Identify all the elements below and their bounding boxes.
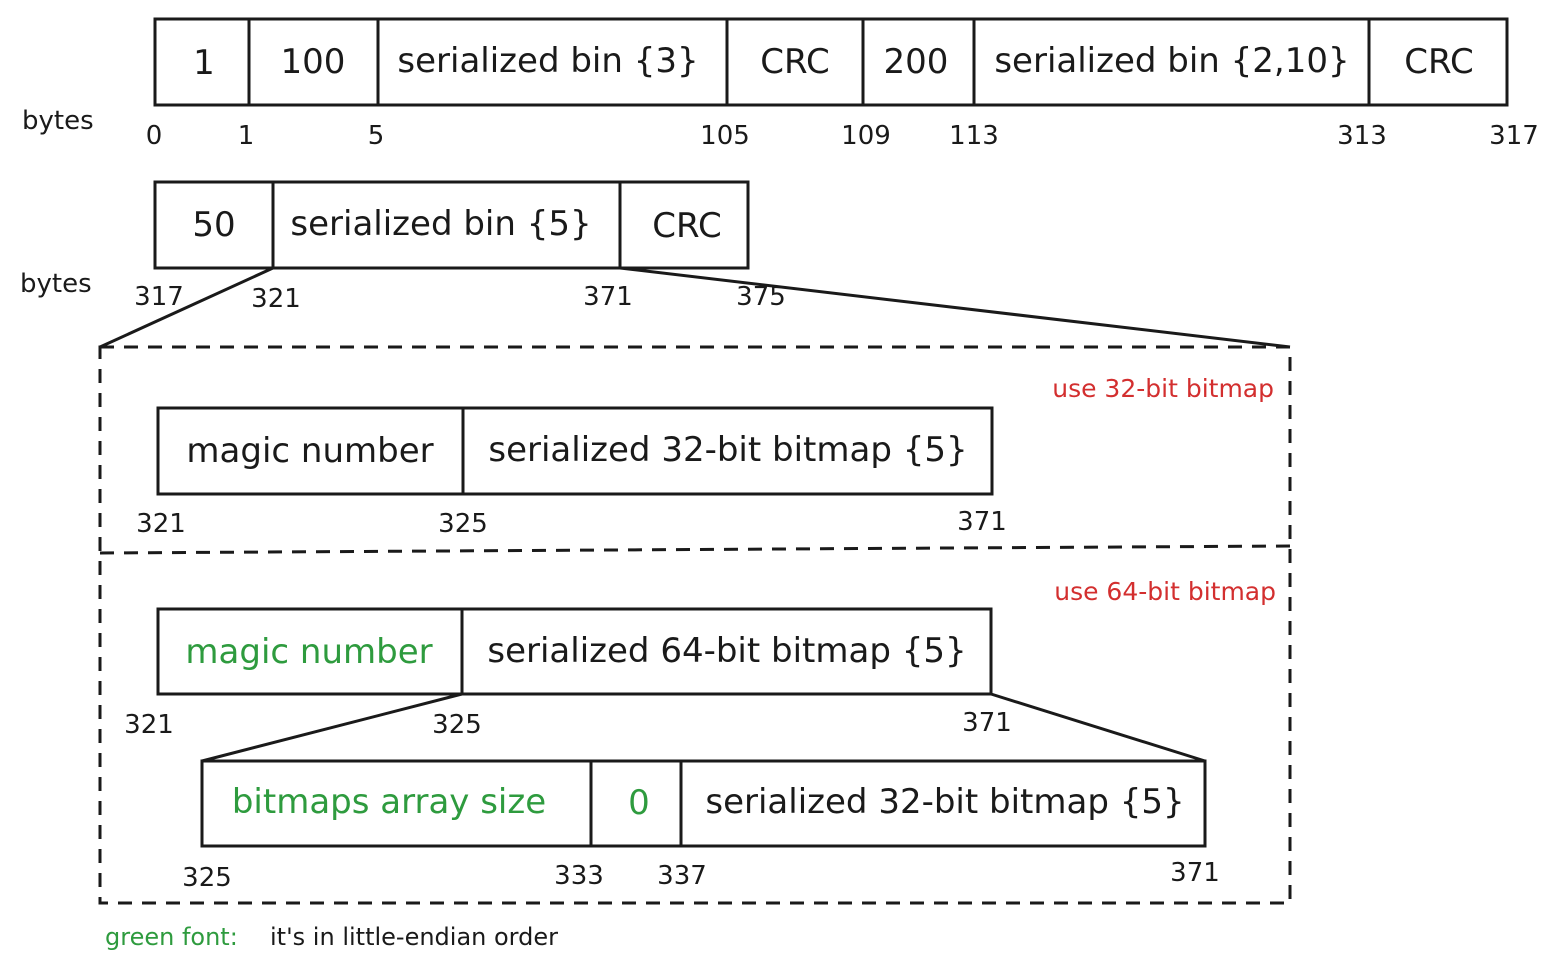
row1-frame bbox=[153, 17, 1509, 107]
legend-description: it's in little-endian order bbox=[270, 923, 558, 951]
row1-cell-crc: CRC bbox=[760, 42, 829, 82]
row2-tick: 321 bbox=[251, 284, 301, 314]
section64-bitmap: serialized 64-bit bitmap {5} bbox=[487, 631, 966, 671]
zoom-line-left bbox=[99, 266, 274, 349]
row1-tick: 1 bbox=[238, 121, 255, 151]
expanded64-tick: 325 bbox=[182, 863, 232, 893]
zoom-line-right bbox=[619, 266, 1291, 349]
section-64bit: use 64-bit bitmap magic number serialize… bbox=[124, 577, 1276, 740]
row1-tick: 113 bbox=[949, 121, 999, 151]
row2-cell-crc: CRC bbox=[652, 206, 721, 246]
row1-tick: 109 bbox=[841, 121, 891, 151]
section64-tick: 371 bbox=[962, 708, 1012, 738]
legend-key: green font: bbox=[105, 923, 238, 951]
section32-magic: magic number bbox=[186, 431, 433, 471]
expanded64-tick: 337 bbox=[657, 861, 707, 891]
row1-cell-bin: serialized bin {3} bbox=[397, 41, 698, 81]
expansion-region bbox=[98, 345, 1292, 905]
zoom-line-64-right bbox=[990, 692, 1206, 763]
zoom-line-64-left bbox=[201, 692, 463, 763]
expanded64-bitmap: serialized 32-bit bitmap {5} bbox=[705, 782, 1184, 822]
row1-cell-key: 200 bbox=[884, 42, 949, 82]
section32-tick: 371 bbox=[957, 507, 1007, 537]
expansion-separator bbox=[99, 544, 1291, 555]
row1-tick: 0 bbox=[146, 121, 163, 151]
section64-frame bbox=[156, 607, 993, 696]
row2-record: 50 serialized bin {5} CRC bytes 317 321 … bbox=[20, 180, 786, 314]
row2-frame bbox=[153, 180, 750, 270]
row2-cell-key: 50 bbox=[192, 205, 235, 245]
row2-cell-bin: serialized bin {5} bbox=[290, 204, 591, 244]
row2-tick: 371 bbox=[583, 282, 633, 312]
section32-tick: 321 bbox=[136, 509, 186, 539]
expanded64-key: 0 bbox=[628, 783, 650, 823]
expanded64-array-size: bitmaps array size bbox=[232, 782, 546, 822]
row1-tick: 313 bbox=[1337, 121, 1387, 151]
row1-record: 1 100 serialized bin {3} CRC 200 seriali… bbox=[22, 17, 1539, 151]
row1-cell-bin: serialized bin {2,10} bbox=[994, 41, 1349, 81]
section64-magic: magic number bbox=[185, 632, 432, 672]
note-32bit: use 32-bit bitmap bbox=[1052, 374, 1274, 403]
section32-frame bbox=[156, 406, 994, 496]
section64-tick: 325 bbox=[432, 710, 482, 740]
row1-cell-key: 100 bbox=[281, 42, 346, 82]
section32-bitmap: serialized 32-bit bitmap {5} bbox=[488, 430, 967, 470]
expanded64-tick: 333 bbox=[554, 861, 604, 891]
section64-tick: 321 bbox=[124, 710, 174, 740]
row1-tick: 5 bbox=[368, 121, 385, 151]
legend: green font: it's in little-endian order bbox=[105, 923, 558, 951]
row2-tick: 317 bbox=[134, 282, 184, 312]
row1-cell-crc: CRC bbox=[1404, 42, 1473, 82]
row2-axis-label: bytes bbox=[20, 269, 92, 299]
section-32bit: use 32-bit bitmap magic number serialize… bbox=[136, 374, 1274, 539]
section32-tick: 325 bbox=[438, 509, 488, 539]
expanded64-frame bbox=[200, 759, 1207, 848]
note-64bit: use 64-bit bitmap bbox=[1054, 577, 1276, 606]
expansion-frame bbox=[98, 345, 1292, 905]
expanded-64bit: bitmaps array size 0 serialized 32-bit b… bbox=[182, 759, 1220, 893]
row1-tick: 317 bbox=[1489, 121, 1539, 151]
expanded64-tick: 371 bbox=[1170, 858, 1220, 888]
row1-cell-count: 1 bbox=[193, 43, 215, 83]
row1-tick: 105 bbox=[700, 121, 750, 151]
row1-axis-label: bytes bbox=[22, 106, 94, 136]
